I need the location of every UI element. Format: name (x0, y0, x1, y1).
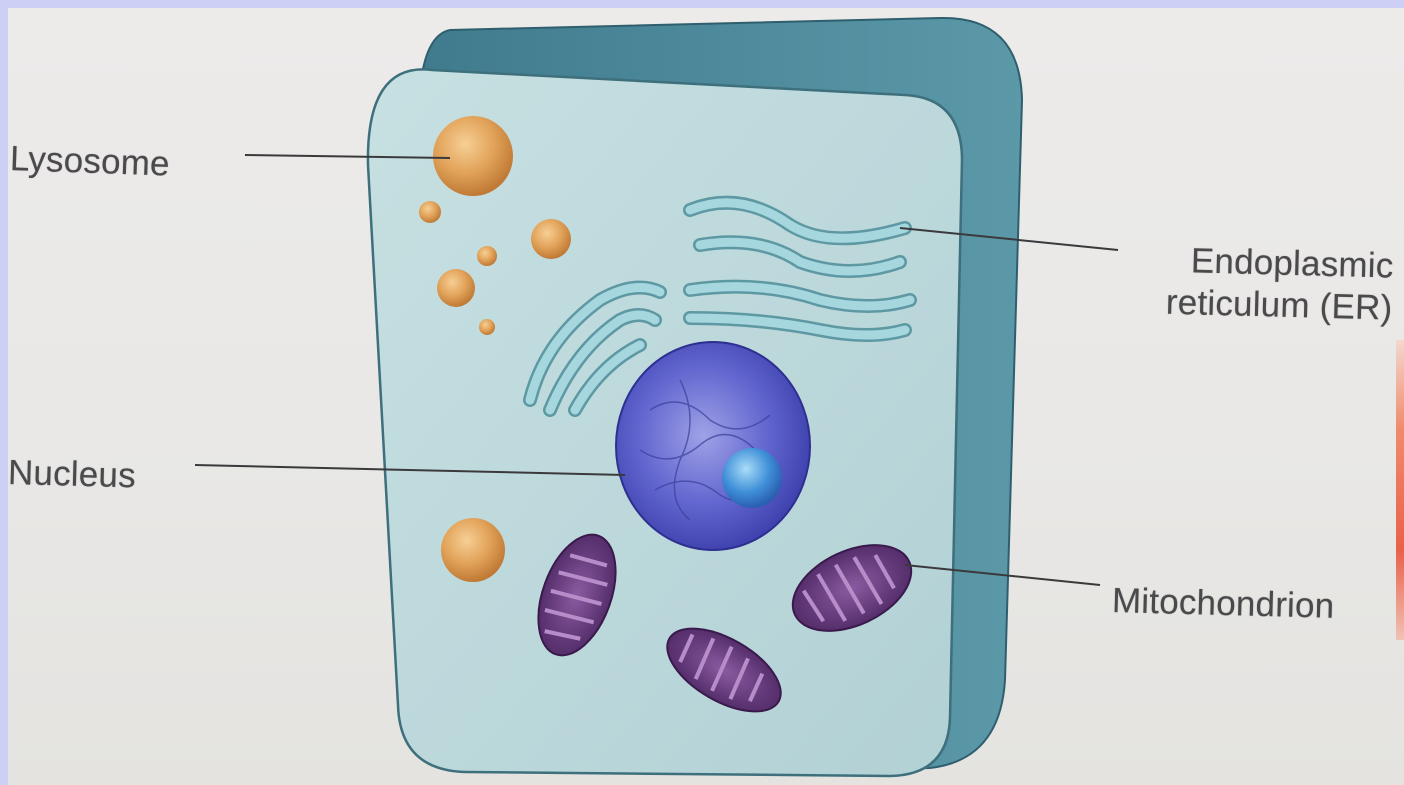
lysosome-small (437, 269, 475, 307)
lysosome-small (419, 201, 441, 223)
label-er-line1: Endoplasmic (1103, 238, 1394, 288)
lysosome-lower (441, 518, 505, 582)
lysosome-large (433, 116, 513, 196)
lysosome-small (477, 246, 497, 266)
label-lysosome: Lysosome (9, 138, 170, 186)
label-endoplasmic-reticulum: Endoplasmic reticulum (ER) (1102, 238, 1394, 330)
label-nucleus: Nucleus (7, 452, 136, 497)
label-mitochondrion: Mitochondrion (1111, 580, 1334, 628)
nucleus (616, 342, 810, 550)
lysosome-small (479, 319, 495, 335)
label-er-line2: reticulum (ER) (1102, 280, 1393, 330)
nucleolus (722, 448, 782, 508)
lysosome-small (531, 219, 571, 259)
